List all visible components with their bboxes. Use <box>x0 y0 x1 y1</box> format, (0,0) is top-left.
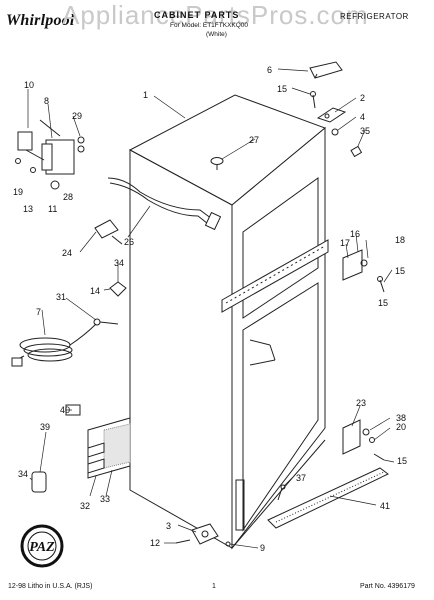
callout-3: 3 <box>166 521 171 531</box>
color-note: (White) <box>206 31 227 38</box>
callout-18: 18 <box>395 235 405 245</box>
callout-26: 26 <box>124 237 134 247</box>
callout-17: 17 <box>340 238 350 248</box>
page-title: CABINET PARTS <box>154 10 240 20</box>
panel-33 <box>87 417 131 479</box>
callout-39: 39 <box>40 422 50 432</box>
callout-16: 16 <box>350 229 360 239</box>
callout-13: 13 <box>23 204 33 214</box>
print-info: 12-98 Litho in U.S.A. (RJS) <box>8 583 93 590</box>
paz-seal: PAZ <box>20 524 64 568</box>
screw-15-top <box>310 91 316 109</box>
callout-11: 11 <box>48 204 57 214</box>
part-6 <box>309 61 343 79</box>
part-number: Part No. 4396179 <box>360 583 415 590</box>
part-4 <box>331 128 339 136</box>
wire-harness-26 <box>107 177 222 231</box>
callout-35: 35 <box>360 126 370 136</box>
page-number: 1 <box>212 583 216 590</box>
clip-34 <box>109 281 127 297</box>
product-type: REFRIGERATOR <box>340 12 409 21</box>
power-cord-7 <box>11 318 119 367</box>
callout-8: 8 <box>44 96 49 106</box>
hinge-assembly-lower <box>342 419 385 461</box>
callout-31: 31 <box>56 292 66 302</box>
pad-39 <box>31 471 47 493</box>
callout-15-a: 15 <box>277 84 287 94</box>
callout-24: 24 <box>62 248 72 258</box>
callout-2: 2 <box>360 93 365 103</box>
callout-15-c: 15 <box>397 456 407 466</box>
callout-10: 10 <box>24 80 34 90</box>
whirlpool-logo: Whirlpool <box>6 12 75 29</box>
callout-9: 9 <box>260 543 265 553</box>
callout-34-b: 34 <box>18 469 28 479</box>
grille-41 <box>267 467 389 529</box>
callout-40: 40 <box>60 405 70 415</box>
part-24 <box>94 219 123 245</box>
callout-15-b: 15 <box>395 266 405 276</box>
callout-27: 27 <box>249 135 259 145</box>
callout-7: 7 <box>36 307 41 317</box>
hinge-assembly-upper <box>342 249 385 293</box>
callout-34-a: 34 <box>114 258 124 268</box>
callout-41: 41 <box>380 501 390 511</box>
callout-38: 38 <box>396 413 406 423</box>
callout-1: 1 <box>143 90 148 100</box>
callout-32: 32 <box>80 501 90 511</box>
callout-labels: 1 2 3 4 6 7 8 9 10 11 12 13 14 15 15 15 … <box>13 65 407 553</box>
part-3 <box>175 523 231 547</box>
callout-12: 12 <box>150 538 160 548</box>
model-number: For Model: ET1FTKXKQ00 <box>170 22 249 29</box>
callout-23: 23 <box>356 398 366 408</box>
control-box-assembly <box>15 119 85 190</box>
callout-6: 6 <box>267 65 272 75</box>
callout-20: 20 <box>396 422 406 432</box>
part-37 <box>277 484 286 501</box>
callout-28: 28 <box>63 192 73 202</box>
callout-4: 4 <box>360 112 365 122</box>
part-27 <box>210 157 224 170</box>
watermark: AppliancePartsPros.com <box>62 0 369 30</box>
callout-29: 29 <box>72 111 82 121</box>
callout-19: 19 <box>13 187 23 197</box>
callout-14: 14 <box>90 286 100 296</box>
seal-text: PAZ <box>29 540 55 555</box>
callout-15-d: 15 <box>378 298 388 308</box>
part-2 <box>316 107 347 123</box>
cabinet-shell <box>128 94 329 550</box>
callout-33: 33 <box>100 494 110 504</box>
callout-37: 37 <box>296 473 306 483</box>
part-35 <box>350 145 363 158</box>
